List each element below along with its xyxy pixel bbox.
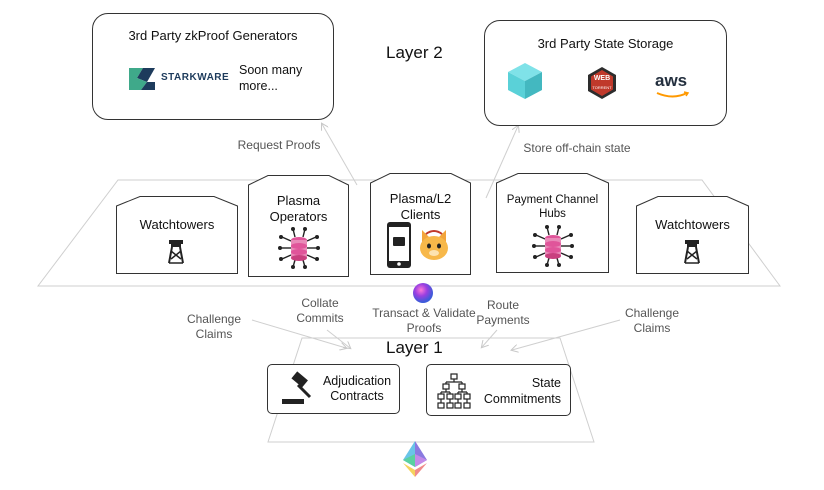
- wallet-icon: [393, 237, 405, 246]
- starkware-logo: STARKWARE: [127, 64, 237, 92]
- layer1-title: Layer 1: [386, 338, 443, 357]
- watchtowers-left-shape: [116, 196, 238, 274]
- plasma-clients-label: Plasma/L2 Clients: [389, 191, 452, 222]
- transact-validate-label: Transact & Validate Proofs: [372, 306, 476, 335]
- node-watchtowers-right: Watchtowers: [636, 196, 749, 274]
- watchtower-icon: [684, 240, 700, 264]
- node-payment-channel-hubs: Payment Channel Hubs: [496, 173, 609, 273]
- state-storage-box: 3rd Party State Storage WEB TORRENT aws: [484, 20, 727, 126]
- plasma-operators-label: Plasma Operators: [269, 193, 328, 224]
- arrow-challenge-left: [251, 319, 346, 348]
- adjudication-label: Adjudication Contracts: [322, 374, 392, 403]
- starkware-mark-icon: [129, 68, 155, 90]
- ethereum-icon: [403, 441, 427, 477]
- plasma-operators-shape: [248, 175, 349, 277]
- arrow-challenge-right: [512, 319, 621, 350]
- arrow-store-state: [485, 126, 518, 199]
- node-plasma-operators: Plasma Operators: [248, 175, 349, 277]
- aws-smile-icon: [656, 91, 690, 98]
- watchtowers-right-shape: [636, 196, 749, 274]
- starkware-wordmark: STARKWARE: [161, 72, 230, 83]
- request-proofs-label: Request Proofs: [237, 138, 321, 152]
- payment-hubs-shape: [496, 173, 609, 273]
- arrow-route: [482, 329, 498, 347]
- polygon-orb-icon: [413, 283, 433, 303]
- watchtowers-right-label: Watchtowers: [655, 217, 730, 232]
- merkle-tree-icon: [437, 373, 471, 409]
- arrow-request-proofs: [322, 124, 358, 186]
- node-plasma-l2-clients: Plasma/L2 Clients: [370, 173, 471, 275]
- payment-hub-icon: [532, 225, 574, 267]
- cube-icon: [508, 63, 542, 99]
- layer2-plane: [36, 179, 781, 287]
- webtorrent-sublabel: TORRENT: [592, 85, 612, 90]
- challenge-claims-left-label: Challenge Claims: [186, 312, 242, 341]
- phone-icon: [387, 222, 411, 268]
- node-watchtowers-left: Watchtowers: [116, 196, 238, 274]
- webtorrent-label: WEB: [593, 75, 611, 82]
- watchtower-icon: [168, 240, 184, 264]
- payment-hubs-label: Payment Channel Hubs: [506, 194, 599, 220]
- cat-icon: [420, 230, 448, 260]
- aws-logo: aws: [655, 71, 688, 90]
- state-commitments-label: State Commitments: [483, 376, 561, 406]
- zkproof-title: 3rd Party zkProof Generators: [128, 28, 298, 43]
- webtorrent-icon: [588, 67, 616, 99]
- plasma-operator-icon: [278, 227, 320, 269]
- arrow-collate: [326, 329, 350, 348]
- gavel-icon: [282, 371, 312, 404]
- watchtowers-left-label: Watchtowers: [139, 217, 215, 232]
- store-offchain-label: Store off-chain state: [523, 141, 631, 155]
- layer2-title: Layer 2: [386, 43, 443, 62]
- storage-title: 3rd Party State Storage: [537, 36, 674, 51]
- zkproof-generators-box: 3rd Party zkProof Generators STARKWARE S…: [92, 13, 334, 120]
- state-commitments-box: State Commitments: [426, 364, 571, 416]
- route-payments-label: Route Payments: [476, 298, 530, 327]
- challenge-claims-right-label: Challenge Claims: [624, 306, 680, 335]
- collate-commits-label: Collate Commits: [296, 296, 344, 325]
- soon-many-more: Soon many more...: [239, 63, 303, 93]
- adjudication-contracts-box: Adjudication Contracts: [267, 364, 400, 414]
